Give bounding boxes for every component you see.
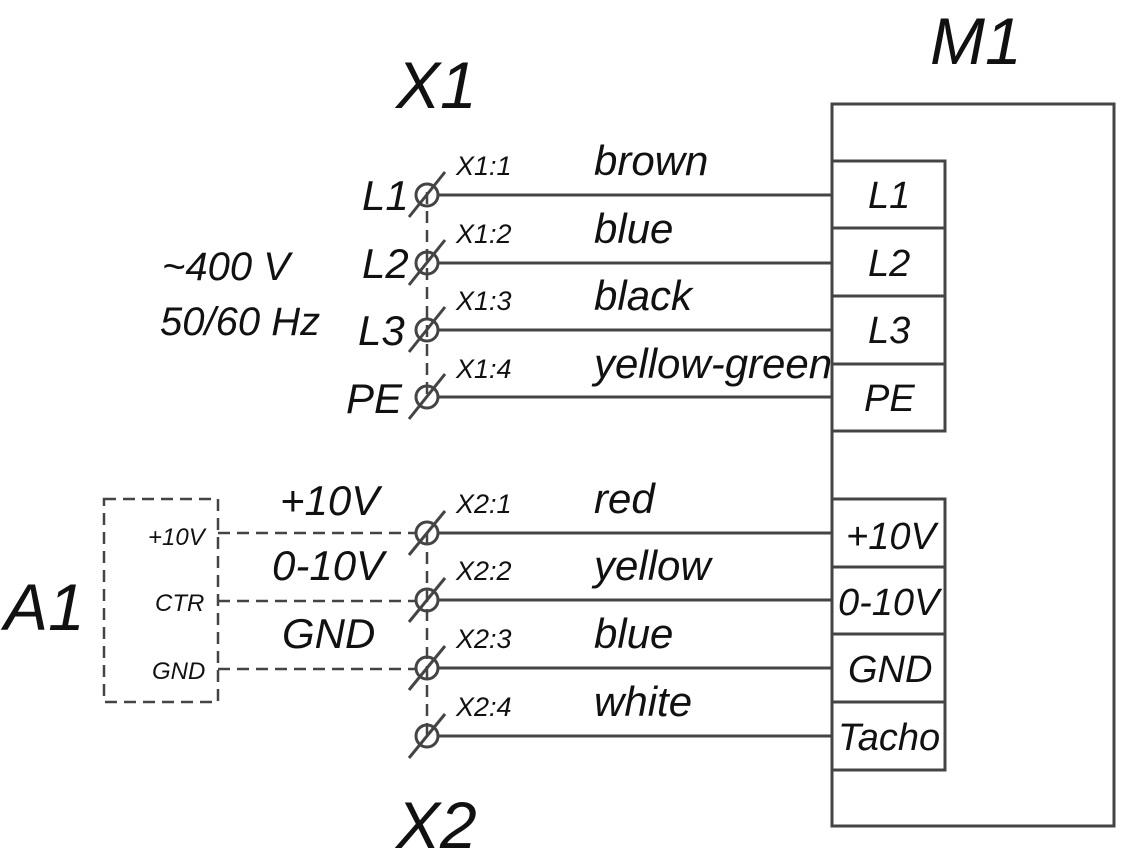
motor-terminal-10v: +10V (846, 516, 939, 558)
motor-terminal-l3: L3 (868, 310, 910, 352)
wire-color: blue (594, 205, 673, 252)
terminal-id: X2:4 (455, 692, 512, 722)
motor-terminal-l1: L1 (868, 175, 910, 217)
phase-label: PE (346, 375, 403, 422)
phase-label: L2 (362, 240, 409, 287)
x1-row: L1 X1:1 brown (362, 137, 832, 219)
terminal-screw-icon (414, 182, 440, 208)
signal-label-10v: +10V (280, 477, 383, 524)
terminal-screw-icon (414, 384, 440, 410)
motor-power-terminal-block: L1 L2 L3 PE (830, 159, 947, 433)
terminal-screw-icon (414, 723, 440, 749)
terminal-slash (407, 577, 447, 623)
motor-terminal-cell (830, 362, 947, 433)
motor-terminal-cell (830, 294, 947, 366)
signal-label-gnd: GND (282, 610, 375, 657)
x2-row: X2:2 yellow (407, 542, 832, 623)
phase-label: L3 (358, 307, 405, 354)
wire-color: red (594, 475, 656, 522)
motor-terminal-tacho: Tacho (838, 717, 940, 759)
wire-color: brown (594, 137, 708, 184)
wire-color: yellow-green (591, 340, 832, 387)
wire-color: black (594, 272, 694, 319)
motor-terminal-l2: L2 (868, 243, 910, 285)
supply-voltage: ~400 V (162, 245, 293, 289)
x2-row: X2:4 white (407, 678, 832, 759)
a1-pin-ctr: CTR (155, 590, 204, 617)
terminal-id: X2:3 (455, 624, 512, 654)
terminal-slash (407, 510, 447, 556)
a1-pin-10v: +10V (148, 524, 207, 551)
wire-color: white (594, 678, 692, 725)
signal-label-0-10v: 0-10V (272, 542, 388, 589)
wire-color: yellow (591, 542, 713, 589)
a1-pin-gnd: GND (152, 658, 205, 685)
terminal-slash (407, 239, 447, 286)
terminal-slash (407, 306, 447, 353)
terminal-slash (407, 373, 447, 420)
terminal-screw-icon (414, 317, 440, 343)
motor-control-terminal-block: +10V 0-10V GND Tacho (830, 497, 947, 772)
terminal-id: X2:2 (455, 556, 512, 586)
terminal-id: X1:4 (455, 354, 512, 384)
motor-terminal-pe: PE (864, 378, 915, 420)
x2-row: X2:1 red (407, 475, 832, 556)
x1-row: L2 X1:2 blue (362, 205, 832, 287)
terminal-slash (407, 171, 447, 218)
controller-a1-label: A1 (0, 570, 85, 644)
motor-m1-label: M1 (930, 4, 1022, 78)
terminal-strip-x2-label: X2 (394, 788, 477, 862)
motor-terminal-gnd: GND (848, 649, 932, 691)
terminal-id: X1:1 (455, 151, 512, 181)
terminal-id: X1:3 (455, 286, 512, 316)
motor-terminal-0-10v: 0-10V (838, 582, 943, 624)
terminal-id: X1:2 (455, 219, 512, 249)
wire-color: blue (594, 610, 673, 657)
x1-row: PE X1:4 yellow-green (346, 340, 832, 422)
terminal-slash (407, 645, 447, 691)
terminal-id: X2:1 (455, 489, 512, 519)
phase-label: L1 (362, 172, 409, 219)
terminal-slash (407, 713, 447, 759)
x1-row: L3 X1:3 black (358, 272, 832, 354)
terminal-strip-x1-label: X1 (394, 48, 477, 122)
supply-frequency: 50/60 Hz (160, 300, 320, 344)
x2-row: X2:3 blue (407, 610, 832, 691)
terminal-screw-icon (414, 250, 440, 276)
